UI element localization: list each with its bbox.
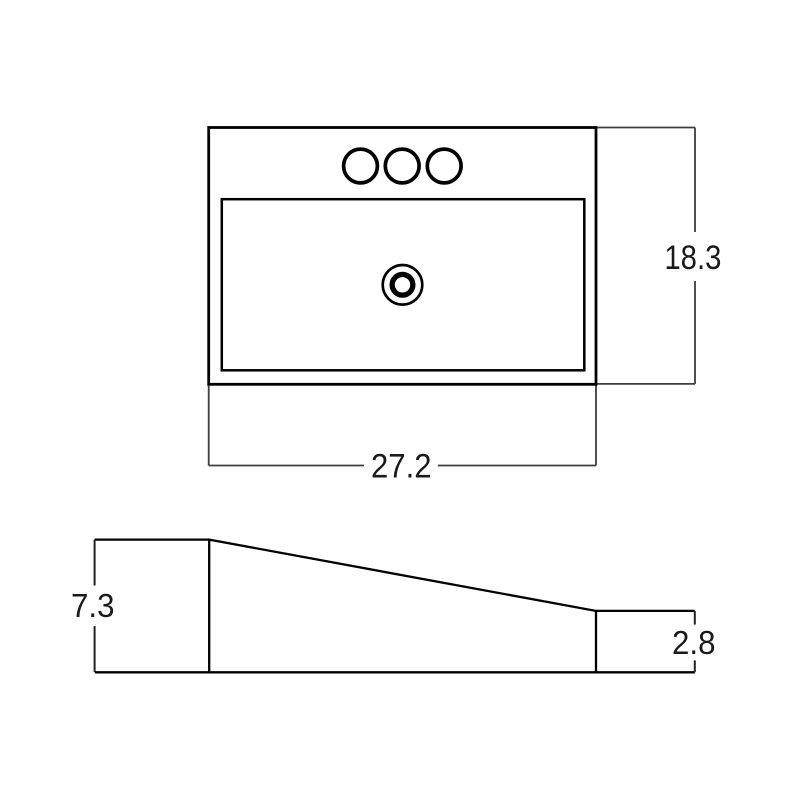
svg-text:27.2: 27.2 [371, 448, 432, 486]
svg-text:7.3: 7.3 [71, 587, 115, 624]
svg-text:2.8: 2.8 [672, 624, 716, 661]
svg-text:18.3: 18.3 [664, 239, 721, 277]
